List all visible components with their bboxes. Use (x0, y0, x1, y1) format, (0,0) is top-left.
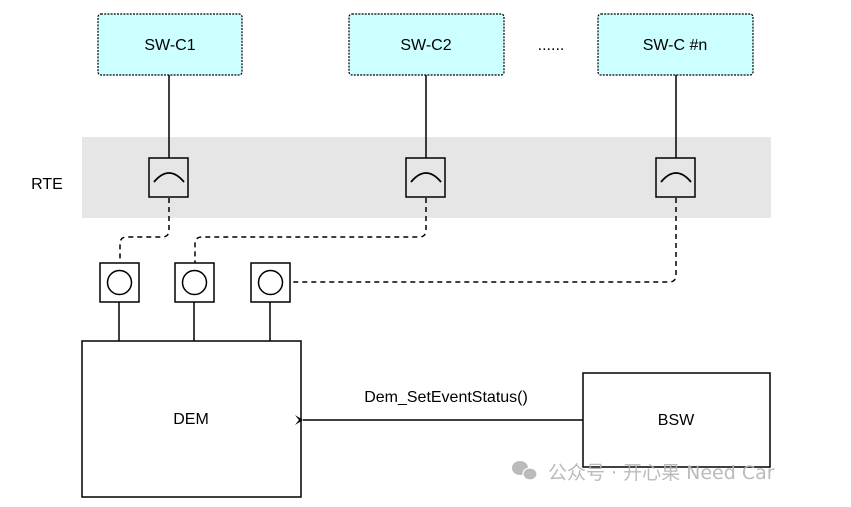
dashed-link-3 (290, 198, 677, 283)
wechat-icon (512, 461, 538, 481)
receiver-port-icon (660, 172, 692, 183)
rte-port-3[interactable] (655, 157, 696, 198)
receiver-port-icon (410, 172, 442, 183)
component-swc2[interactable]: SW-C2 (348, 13, 505, 76)
port-circle-icon (257, 269, 284, 296)
component-label: SW-C2 (400, 37, 451, 54)
watermark-text: 公众号 · 开心果 Need Car (548, 462, 775, 484)
component-swcn[interactable]: SW-C #n (597, 13, 754, 76)
dem-label: DEM (173, 411, 209, 428)
rte-port-2[interactable] (405, 157, 446, 198)
rte-port-1[interactable] (148, 157, 189, 198)
receiver-port-icon (153, 172, 185, 183)
watermark: 公众号 · 开心果 Need Car (512, 461, 775, 484)
ellipsis: ...... (538, 37, 565, 54)
bsw-label: BSW (658, 412, 695, 429)
component-label: SW-C #n (643, 37, 708, 54)
port-circle-icon (106, 269, 133, 296)
bsw-module[interactable]: BSW (582, 372, 771, 468)
rte-label: RTE (31, 176, 63, 193)
call-label: Dem_SetEventStatus() (364, 389, 528, 406)
dem-port-3[interactable] (250, 262, 291, 303)
dem-module[interactable]: DEM (81, 340, 302, 498)
dem-port-1[interactable] (99, 262, 140, 303)
component-swc1[interactable]: SW-C1 (97, 13, 243, 76)
port-circle-icon (181, 269, 208, 296)
dem-port-2[interactable] (174, 262, 215, 303)
component-label: SW-C1 (144, 37, 195, 54)
